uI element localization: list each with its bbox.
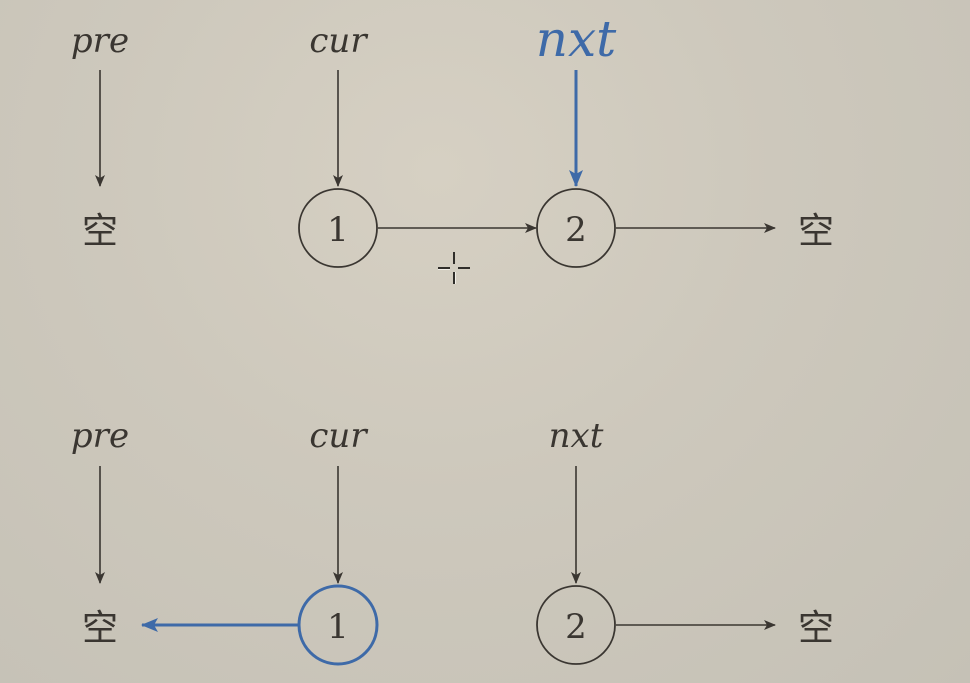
- bottom-node-1: [297, 584, 379, 666]
- top-empty-right: 空: [798, 211, 834, 252]
- top-node-1-value: 1: [327, 210, 349, 250]
- bottom-node-1-value: 1: [327, 607, 349, 647]
- top-pre-label: pre: [71, 21, 129, 61]
- bottom-cur-label: cur: [309, 416, 368, 456]
- top-state: pre 空 cur 1 nxt 2 空: [71, 10, 834, 268]
- bottom-node-2: [536, 585, 616, 665]
- top-empty-left: 空: [82, 211, 118, 252]
- bottom-empty-right: 空: [798, 608, 834, 649]
- bottom-node-2-value: 2: [565, 607, 587, 647]
- top-node-2-value: 2: [565, 210, 587, 250]
- bottom-state: pre 空 cur 1 nxt 2 空: [71, 416, 834, 666]
- top-cur-label: cur: [309, 21, 368, 61]
- top-node-2: [536, 188, 616, 268]
- top-nxt-label: nxt: [536, 10, 617, 68]
- bottom-nxt-label: nxt: [549, 416, 604, 456]
- bottom-pre-label: pre: [71, 416, 129, 456]
- top-node-1: [298, 188, 378, 268]
- bottom-empty-left: 空: [82, 608, 118, 649]
- crosshair-move-icon: [438, 252, 470, 284]
